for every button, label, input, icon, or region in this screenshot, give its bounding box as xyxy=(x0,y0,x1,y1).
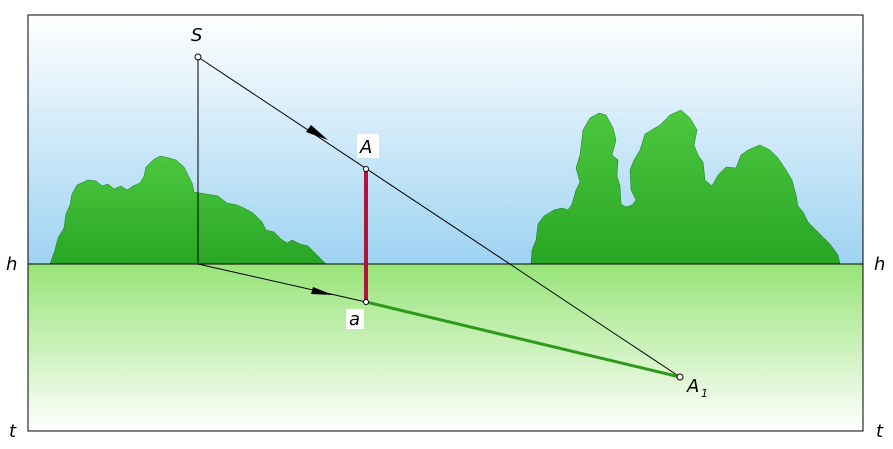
ground-arrow-icon xyxy=(311,287,333,295)
label-a1-subscript: 1 xyxy=(701,387,708,400)
label-a-upper: A xyxy=(359,137,372,158)
label-s: S xyxy=(191,25,202,46)
label-t-left: t xyxy=(9,421,17,442)
point-s xyxy=(194,53,202,61)
label-t-right: t xyxy=(876,421,884,442)
point-a-upper xyxy=(363,166,369,172)
label-a-upper-bg xyxy=(357,134,379,158)
bushes-right xyxy=(530,109,841,265)
ground-ray-line xyxy=(197,263,367,303)
label-h-right: h xyxy=(874,254,885,275)
point-a1 xyxy=(676,373,684,381)
label-h-left: h xyxy=(6,254,17,275)
frame xyxy=(27,14,864,432)
ground xyxy=(28,264,863,431)
light-ray-line xyxy=(197,56,681,378)
label-a-lower-bg xyxy=(346,309,364,329)
shadow-segment xyxy=(365,300,681,379)
label-a-lower: a xyxy=(349,309,360,330)
bushes-left xyxy=(49,155,327,265)
ray-arrow-icon xyxy=(306,125,328,140)
point-a-lower xyxy=(363,299,369,305)
label-a1: A xyxy=(686,376,699,397)
